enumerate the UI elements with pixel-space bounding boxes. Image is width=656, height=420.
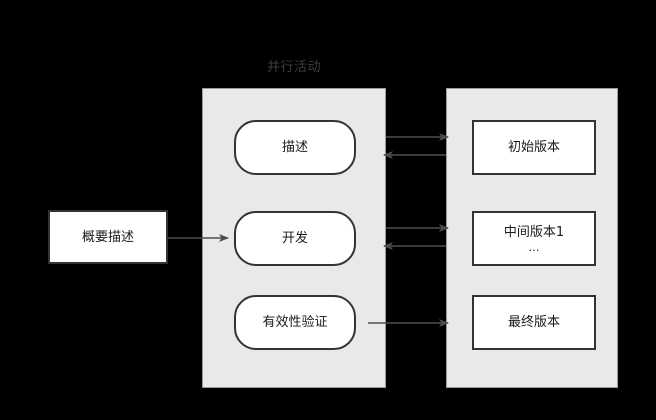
node-initial-version-label: 初始版本 — [507, 140, 560, 155]
node-develop[interactable]: 开发 — [234, 211, 356, 266]
node-final-version[interactable]: 最终版本 — [472, 295, 596, 350]
node-final-version-label: 最终版本 — [507, 315, 560, 330]
node-describe[interactable]: 描述 — [234, 120, 356, 175]
node-develop-label: 开发 — [281, 231, 308, 246]
node-summary-description[interactable]: 概要描述 — [48, 210, 168, 264]
group-title-parallel: 并行活动 — [266, 60, 321, 75]
node-middle-version-label: 中间版本1 — [503, 224, 565, 240]
node-validate-label: 有效性验证 — [262, 315, 328, 330]
node-validate[interactable]: 有效性验证 — [234, 295, 356, 350]
node-summary-description-label: 概要描述 — [81, 229, 134, 245]
node-describe-label: 描述 — [281, 140, 308, 155]
node-middle-version-ellipsis: … — [528, 240, 540, 254]
node-initial-version[interactable]: 初始版本 — [472, 120, 596, 175]
node-middle-version[interactable]: 中间版本1 … — [472, 211, 596, 266]
